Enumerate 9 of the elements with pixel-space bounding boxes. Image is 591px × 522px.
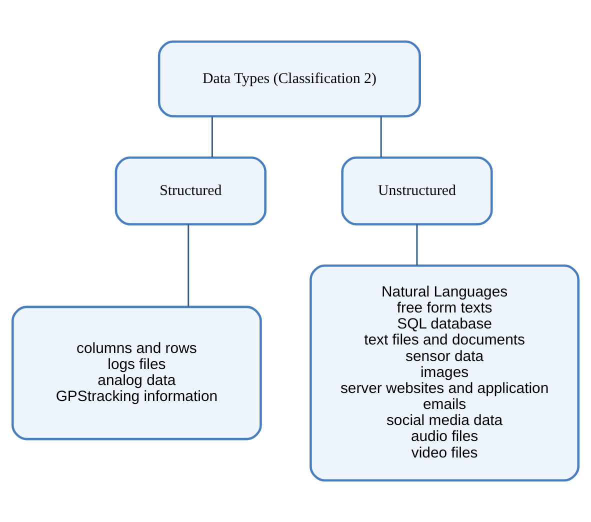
node-box: Natural Languages free form texts SQL database text files and documents sensor data images server websites and application emails social media data audio files video files (310, 264, 580, 482)
connector (211, 116, 213, 158)
node-box: Structured (114, 156, 266, 226)
node-box: Data Types (Classification 2) (158, 40, 421, 118)
connector (416, 224, 418, 266)
connector (188, 224, 190, 307)
node-box: Unstructured (341, 156, 493, 226)
node-box: columns and rows logs files analog data GPStracking information (11, 306, 262, 440)
connector (380, 116, 382, 158)
